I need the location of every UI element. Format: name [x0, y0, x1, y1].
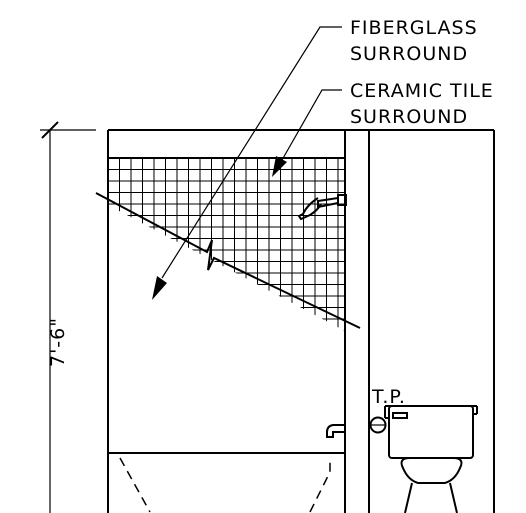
- bathtub-outline: [119, 457, 331, 513]
- ceramic-tile-label: CERAMIC TILE: [350, 80, 494, 102]
- fiberglass-label-line2: SURROUND: [350, 43, 468, 65]
- height-dimension: [40, 121, 96, 513]
- ceramic-tile-grid: [108, 158, 345, 331]
- toilet-paper-holder-icon: [369, 416, 387, 434]
- ceramic-leader: [272, 89, 342, 177]
- dimension-label: 7'-6": [47, 317, 69, 367]
- break-line: [95, 192, 361, 329]
- shower-head-icon: [297, 194, 347, 221]
- toilet-icon: [384, 405, 478, 513]
- tub-spout-icon: [326, 424, 345, 438]
- ceramic-tile-label-line2: SURROUND: [350, 106, 468, 128]
- fiberglass-label: FIBERGLASS: [350, 17, 478, 39]
- fiberglass-leader: [152, 26, 342, 300]
- toilet-paper-label: T.P.: [371, 386, 406, 408]
